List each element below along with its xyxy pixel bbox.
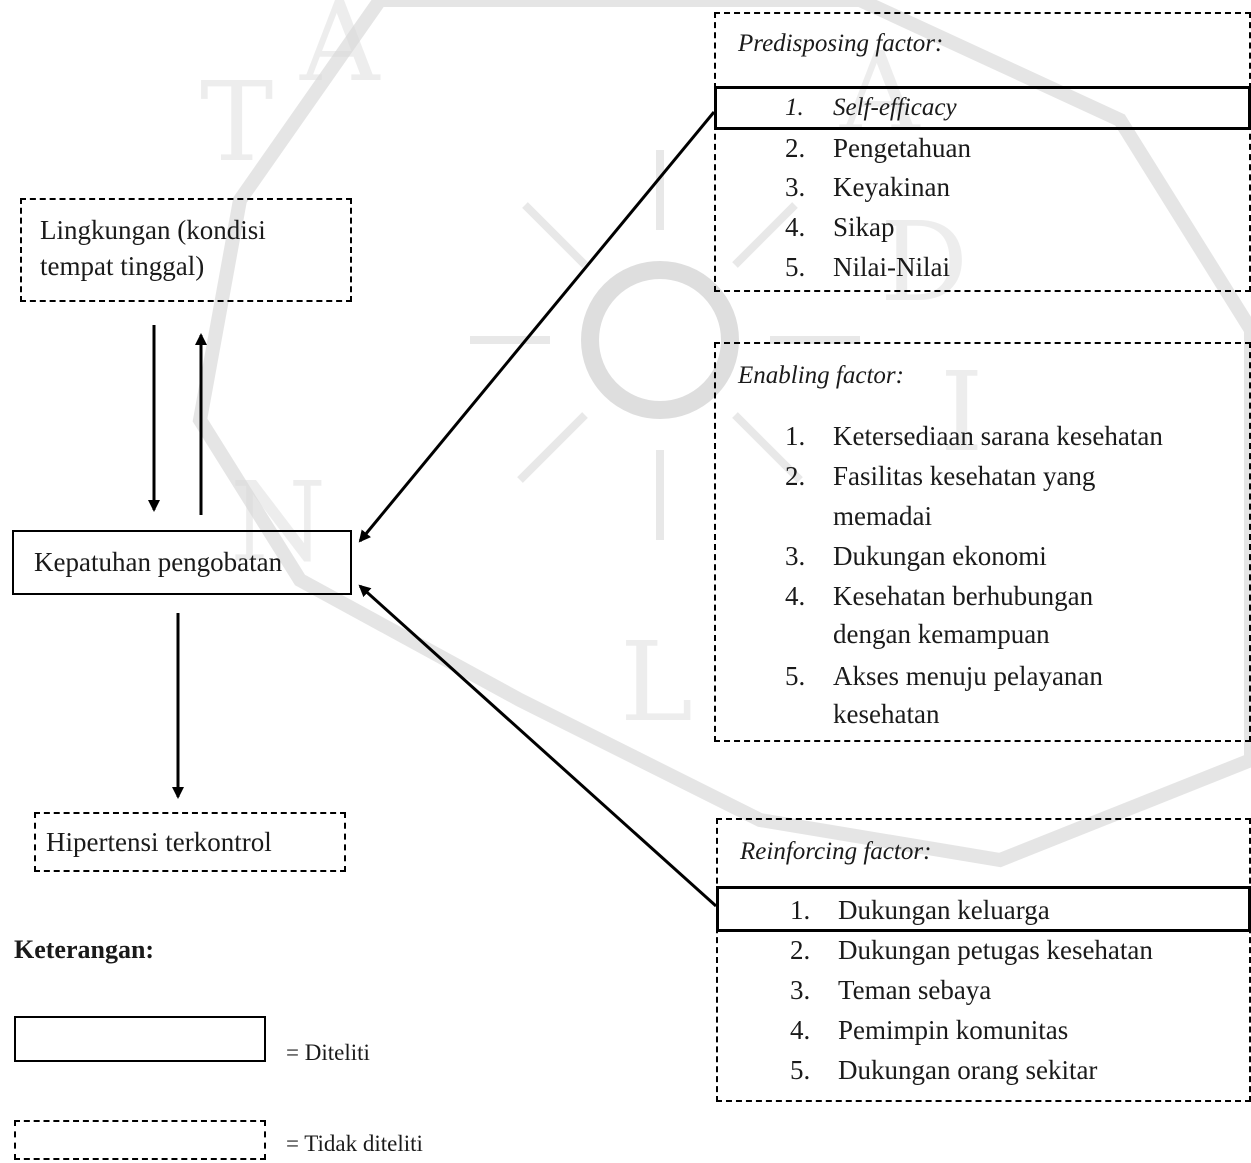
enabling-heading: Enabling factor: — [738, 362, 904, 389]
item-label: Teman sebaya — [838, 975, 992, 1005]
item-number: 5. — [790, 1055, 811, 1085]
svg-text:A: A — [299, 0, 381, 106]
item-number: 4. — [785, 212, 806, 242]
item-number: 3. — [790, 975, 811, 1005]
item-number: 5. — [785, 252, 806, 282]
legend-title: Keterangan: — [14, 935, 155, 964]
legend-solid-label: = Diteliti — [286, 1040, 370, 1065]
outcome-label: Hipertensi terkontrol — [46, 827, 272, 857]
item-label-continued: memadai — [833, 501, 932, 531]
item-number: 2. — [790, 935, 811, 965]
item-label: Dukungan orang sekitar — [838, 1055, 1098, 1085]
reinforcing-box — [716, 818, 1251, 1102]
item-label: Pemimpin komunitas — [838, 1015, 1069, 1045]
svg-text:T: T — [200, 58, 273, 186]
item-number: 1. — [785, 94, 804, 121]
item-label-continued: dengan kemampuan — [833, 619, 1050, 649]
item-number: 1. — [785, 421, 806, 451]
item-label: Pengetahuan — [833, 133, 971, 163]
enabling-box — [714, 342, 1251, 742]
arrow-reinforcing-to-adherence — [358, 584, 718, 908]
item-label: Kesehatan berhubungan — [833, 581, 1094, 611]
item-label: Sikap — [833, 212, 895, 242]
item-label: Fasilitas kesehatan yang — [833, 461, 1096, 491]
item-number: 5. — [785, 661, 806, 691]
reinforcing-highlight — [716, 886, 1251, 932]
item-label: Dukungan ekonomi — [833, 541, 1047, 571]
environment-box: Lingkungan (kondisi tempat tinggal) — [20, 198, 352, 302]
environment-label-line1: Lingkungan (kondisi — [40, 215, 266, 245]
item-label: Nilai-Nilai — [833, 252, 950, 282]
item-number: 4. — [785, 581, 806, 611]
arrow-predisposing-to-adherence — [358, 111, 716, 543]
item-label: Dukungan petugas kesehatan — [838, 935, 1153, 965]
reinforcing-heading: Reinforcing factor: — [740, 838, 932, 865]
environment-label-line2: tempat tinggal) — [40, 251, 205, 281]
item-label-continued: kesehatan — [833, 699, 940, 729]
legend-dashed-label: = Tidak diteliti — [286, 1131, 423, 1156]
adherence-box: Kepatuhan pengobatan — [12, 530, 352, 595]
svg-text:L: L — [620, 618, 693, 746]
item-number: 2. — [785, 461, 806, 491]
predisposing-heading: Predisposing factor: — [738, 30, 944, 57]
item-number: 4. — [790, 1015, 811, 1045]
outcome-box: Hipertensi terkontrol — [34, 812, 346, 872]
item-number: 3. — [785, 541, 806, 571]
adherence-label: Kepatuhan pengobatan — [34, 547, 283, 577]
item-number: 2. — [785, 133, 806, 163]
item-number: 3. — [785, 172, 806, 202]
legend-solid-swatch — [14, 1016, 266, 1062]
legend-dashed-swatch — [14, 1120, 266, 1160]
item-label: Keyakinan — [833, 172, 950, 202]
item-label: Ketersediaan sarana kesehatan — [833, 421, 1163, 451]
item-number: 1. — [790, 895, 811, 925]
item-label: Akses menuju pelayanan — [833, 661, 1103, 691]
item-label: Self-efficacy — [833, 94, 957, 121]
item-label: Dukungan keluarga — [838, 895, 1050, 925]
predisposing-highlight — [714, 86, 1251, 130]
